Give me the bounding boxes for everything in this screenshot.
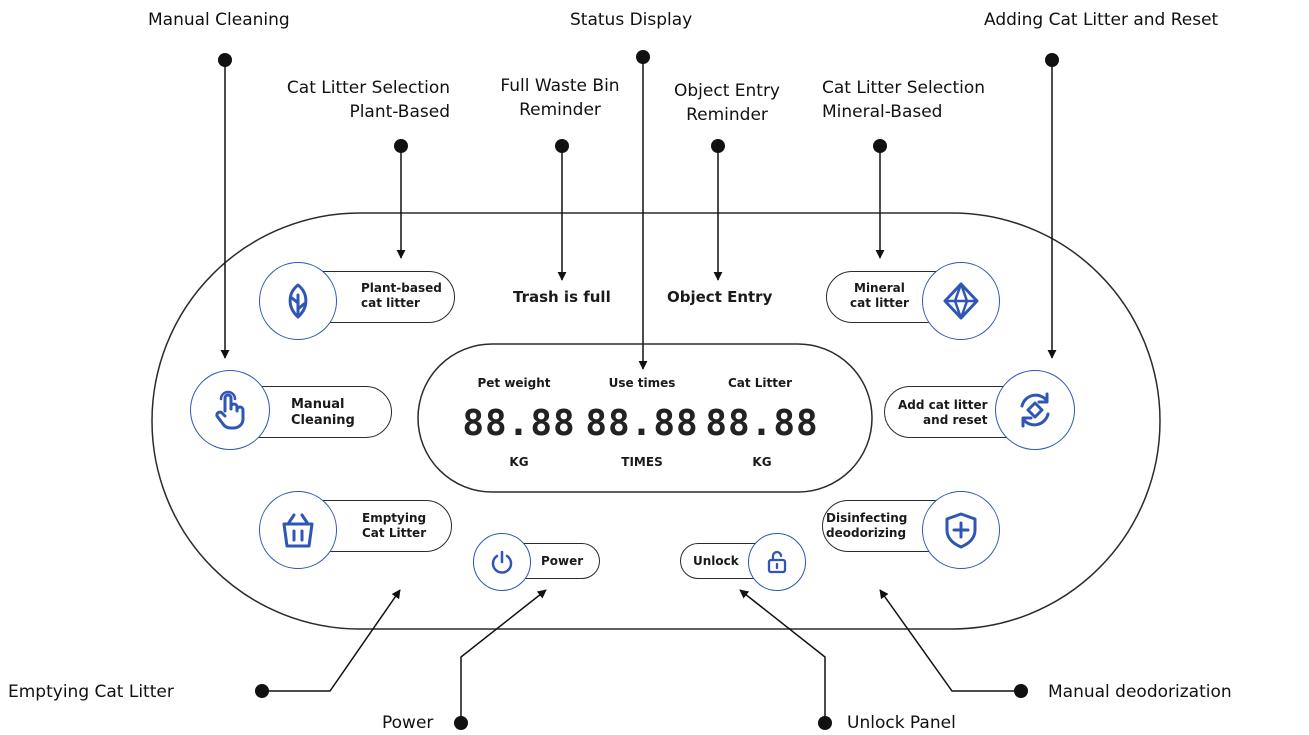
object-entry-callout: Object Entry Reminder bbox=[673, 81, 781, 125]
cat-litter-label: Cat Litter bbox=[727, 376, 793, 390]
manual-cleaning-callout: Manual Cleaning bbox=[148, 10, 290, 30]
power-button[interactable] bbox=[473, 533, 531, 591]
manual-cleaning-button[interactable] bbox=[190, 370, 270, 450]
unlock-panel-callout: Unlock Panel bbox=[847, 713, 956, 733]
mineral-button[interactable] bbox=[922, 262, 1000, 340]
plant-based-button[interactable] bbox=[259, 262, 337, 340]
power-label: Power bbox=[541, 554, 584, 568]
power-callout: Power bbox=[382, 713, 434, 733]
diamond-icon bbox=[943, 282, 979, 320]
plant-selection-callout: Cat Litter Selection Plant-Based bbox=[286, 78, 450, 122]
refresh-icon bbox=[1020, 392, 1050, 428]
shield-plus-icon bbox=[945, 512, 977, 549]
unlock-button[interactable] bbox=[748, 533, 806, 591]
manual-deodorization-callout: Manual deodorization bbox=[1048, 682, 1232, 702]
trash-full-indicator: Trash is full bbox=[513, 288, 611, 306]
status-display-callout: Status Display bbox=[570, 10, 693, 30]
adding-litter-reset-callout: Adding Cat Litter and Reset bbox=[984, 10, 1219, 30]
leaf-icon bbox=[288, 283, 308, 319]
pet-weight-unit: KG bbox=[509, 455, 529, 469]
emptying-litter-button[interactable] bbox=[259, 491, 337, 569]
disinfect-button[interactable] bbox=[922, 491, 1000, 569]
use-times-value: 88.88 bbox=[585, 403, 699, 444]
use-times-label: Use times bbox=[608, 376, 676, 390]
pet-weight-label: Pet weight bbox=[477, 376, 551, 390]
mineral-selection-callout: Cat Litter Selection Mineral-Based bbox=[822, 78, 986, 122]
emptying-litter-callout: Emptying Cat Litter bbox=[8, 682, 174, 702]
use-times-unit: TIMES bbox=[621, 455, 663, 469]
panel-outline bbox=[151, 212, 1161, 630]
cat-litter-unit: KG bbox=[752, 455, 772, 469]
pet-weight-value: 88.88 bbox=[462, 403, 576, 444]
unlock-icon bbox=[767, 550, 787, 574]
unlock-label: Unlock bbox=[693, 554, 739, 568]
object-entry-indicator: Object Entry bbox=[667, 288, 773, 306]
hand-tap-icon bbox=[215, 390, 245, 430]
add-reset-button[interactable] bbox=[995, 370, 1075, 450]
trash-bin-icon bbox=[282, 513, 314, 548]
power-icon bbox=[491, 550, 513, 574]
cat-litter-value: 88.88 bbox=[705, 403, 819, 444]
full-bin-callout: Full Waste Bin Reminder bbox=[500, 76, 620, 120]
status-display-box bbox=[417, 343, 873, 493]
